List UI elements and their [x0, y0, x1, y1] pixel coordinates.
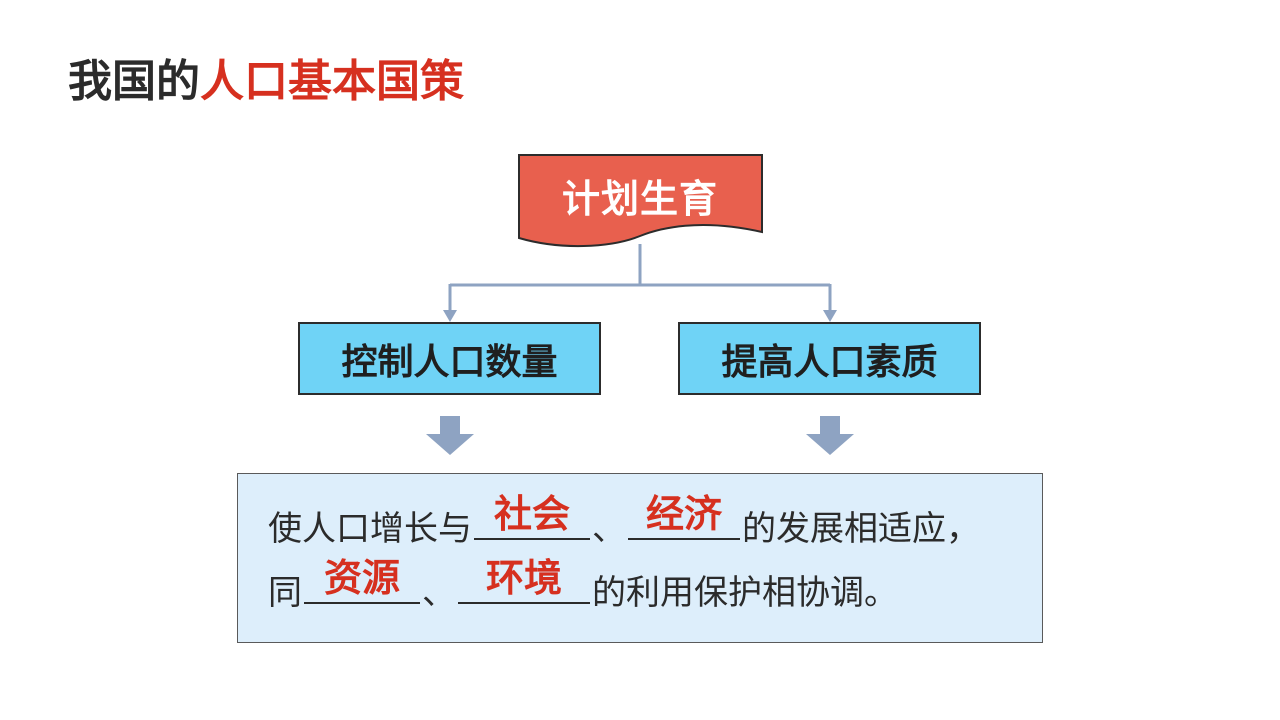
blank-4: 环境 [458, 558, 590, 604]
answer-3: 资源 [323, 556, 400, 600]
branch-improve-quality: 提高人口素质 [678, 322, 981, 395]
line1-suffix: 的发展相适应， [742, 509, 980, 549]
down-arrow-right-icon [806, 416, 854, 455]
line1-separator: 、 [592, 509, 626, 549]
line2-separator: 、 [422, 573, 456, 613]
statement-line-2: 同资源、环境的利用保护相协调。 [268, 558, 898, 613]
branch-control-quantity: 控制人口数量 [298, 322, 601, 395]
blank-3: 资源 [304, 558, 420, 604]
blank-2: 经济 [628, 494, 740, 540]
line1-prefix: 使人口增长与 [268, 509, 472, 549]
connector-right-arrowhead [823, 310, 837, 322]
connector-left-arrowhead [443, 310, 457, 322]
blank-1: 社会 [474, 494, 590, 540]
answer-1: 社会 [493, 492, 570, 536]
branch-label: 提高人口素质 [721, 341, 938, 383]
title-highlight: 人口基本国策 [200, 56, 464, 107]
line2-prefix: 同 [268, 573, 302, 613]
page-title: 我国的人口基本国策 [68, 56, 464, 108]
answer-2: 经济 [645, 492, 722, 536]
branch-label: 控制人口数量 [341, 341, 558, 383]
title-prefix: 我国的 [68, 56, 200, 107]
answer-4: 环境 [485, 556, 562, 600]
root-node-shape [518, 154, 763, 247]
statement-line-1: 使人口增长与社会、经济的发展相适应， [268, 494, 980, 549]
down-arrow-left-icon [426, 416, 474, 455]
line2-suffix: 的利用保护相协调。 [592, 573, 898, 613]
root-node-label: 计划生育 [561, 176, 718, 221]
fill-in-statement-box: 使人口增长与社会、经济的发展相适应， 同资源、环境的利用保护相协调。 [237, 473, 1043, 643]
